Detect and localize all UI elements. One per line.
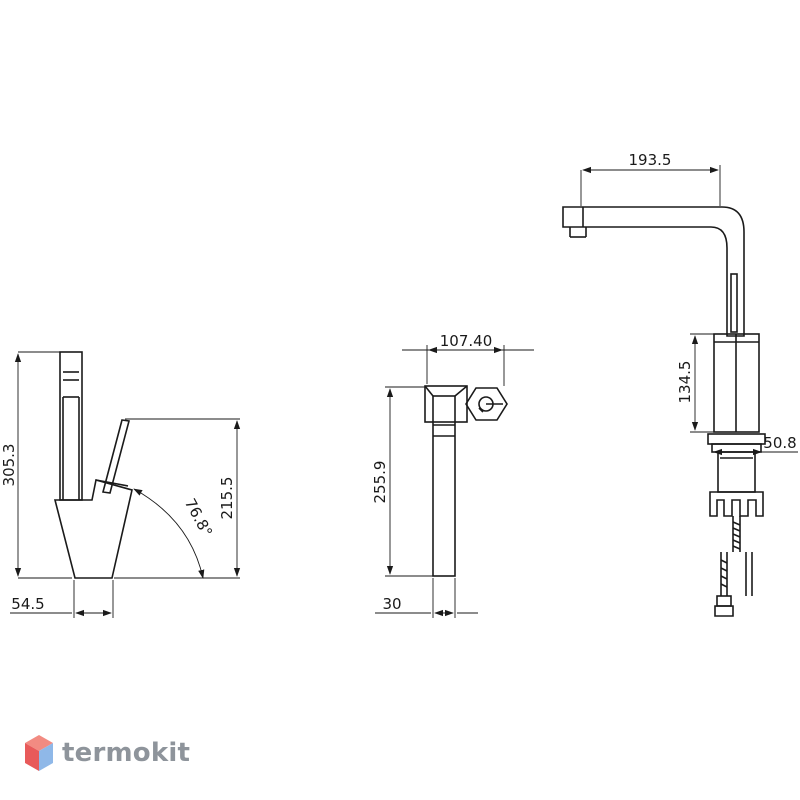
rear-body-height-label: 134.5 [676, 361, 694, 404]
front-angle-label: 76.8° [181, 495, 216, 540]
side-depth-label: 107.40 [440, 332, 493, 350]
front-total-height-label: 305.3 [0, 444, 18, 487]
rear-reach-label: 193.5 [629, 151, 672, 169]
front-view: 305.3 215.5 76.8° 54.5 [0, 351, 241, 618]
side-width-label: 30 [382, 595, 401, 613]
front-handle-height-label: 215.5 [218, 477, 236, 520]
rear-view: 193.5 134.5 50.8 [562, 151, 798, 617]
brand-hexagon-icon [25, 735, 53, 771]
side-view: 107.40 255.9 30 [371, 332, 534, 618]
rear-faucet-body [562, 206, 766, 617]
front-faucet-body [53, 351, 133, 579]
rear-base-diameter-label: 50.8 [763, 434, 796, 452]
front-base-width-label: 54.5 [11, 595, 44, 613]
brand-logo: termokit [24, 734, 190, 772]
brand-name: termokit [62, 738, 191, 768]
side-height-label: 255.9 [371, 461, 389, 504]
side-faucet-body [424, 385, 508, 577]
